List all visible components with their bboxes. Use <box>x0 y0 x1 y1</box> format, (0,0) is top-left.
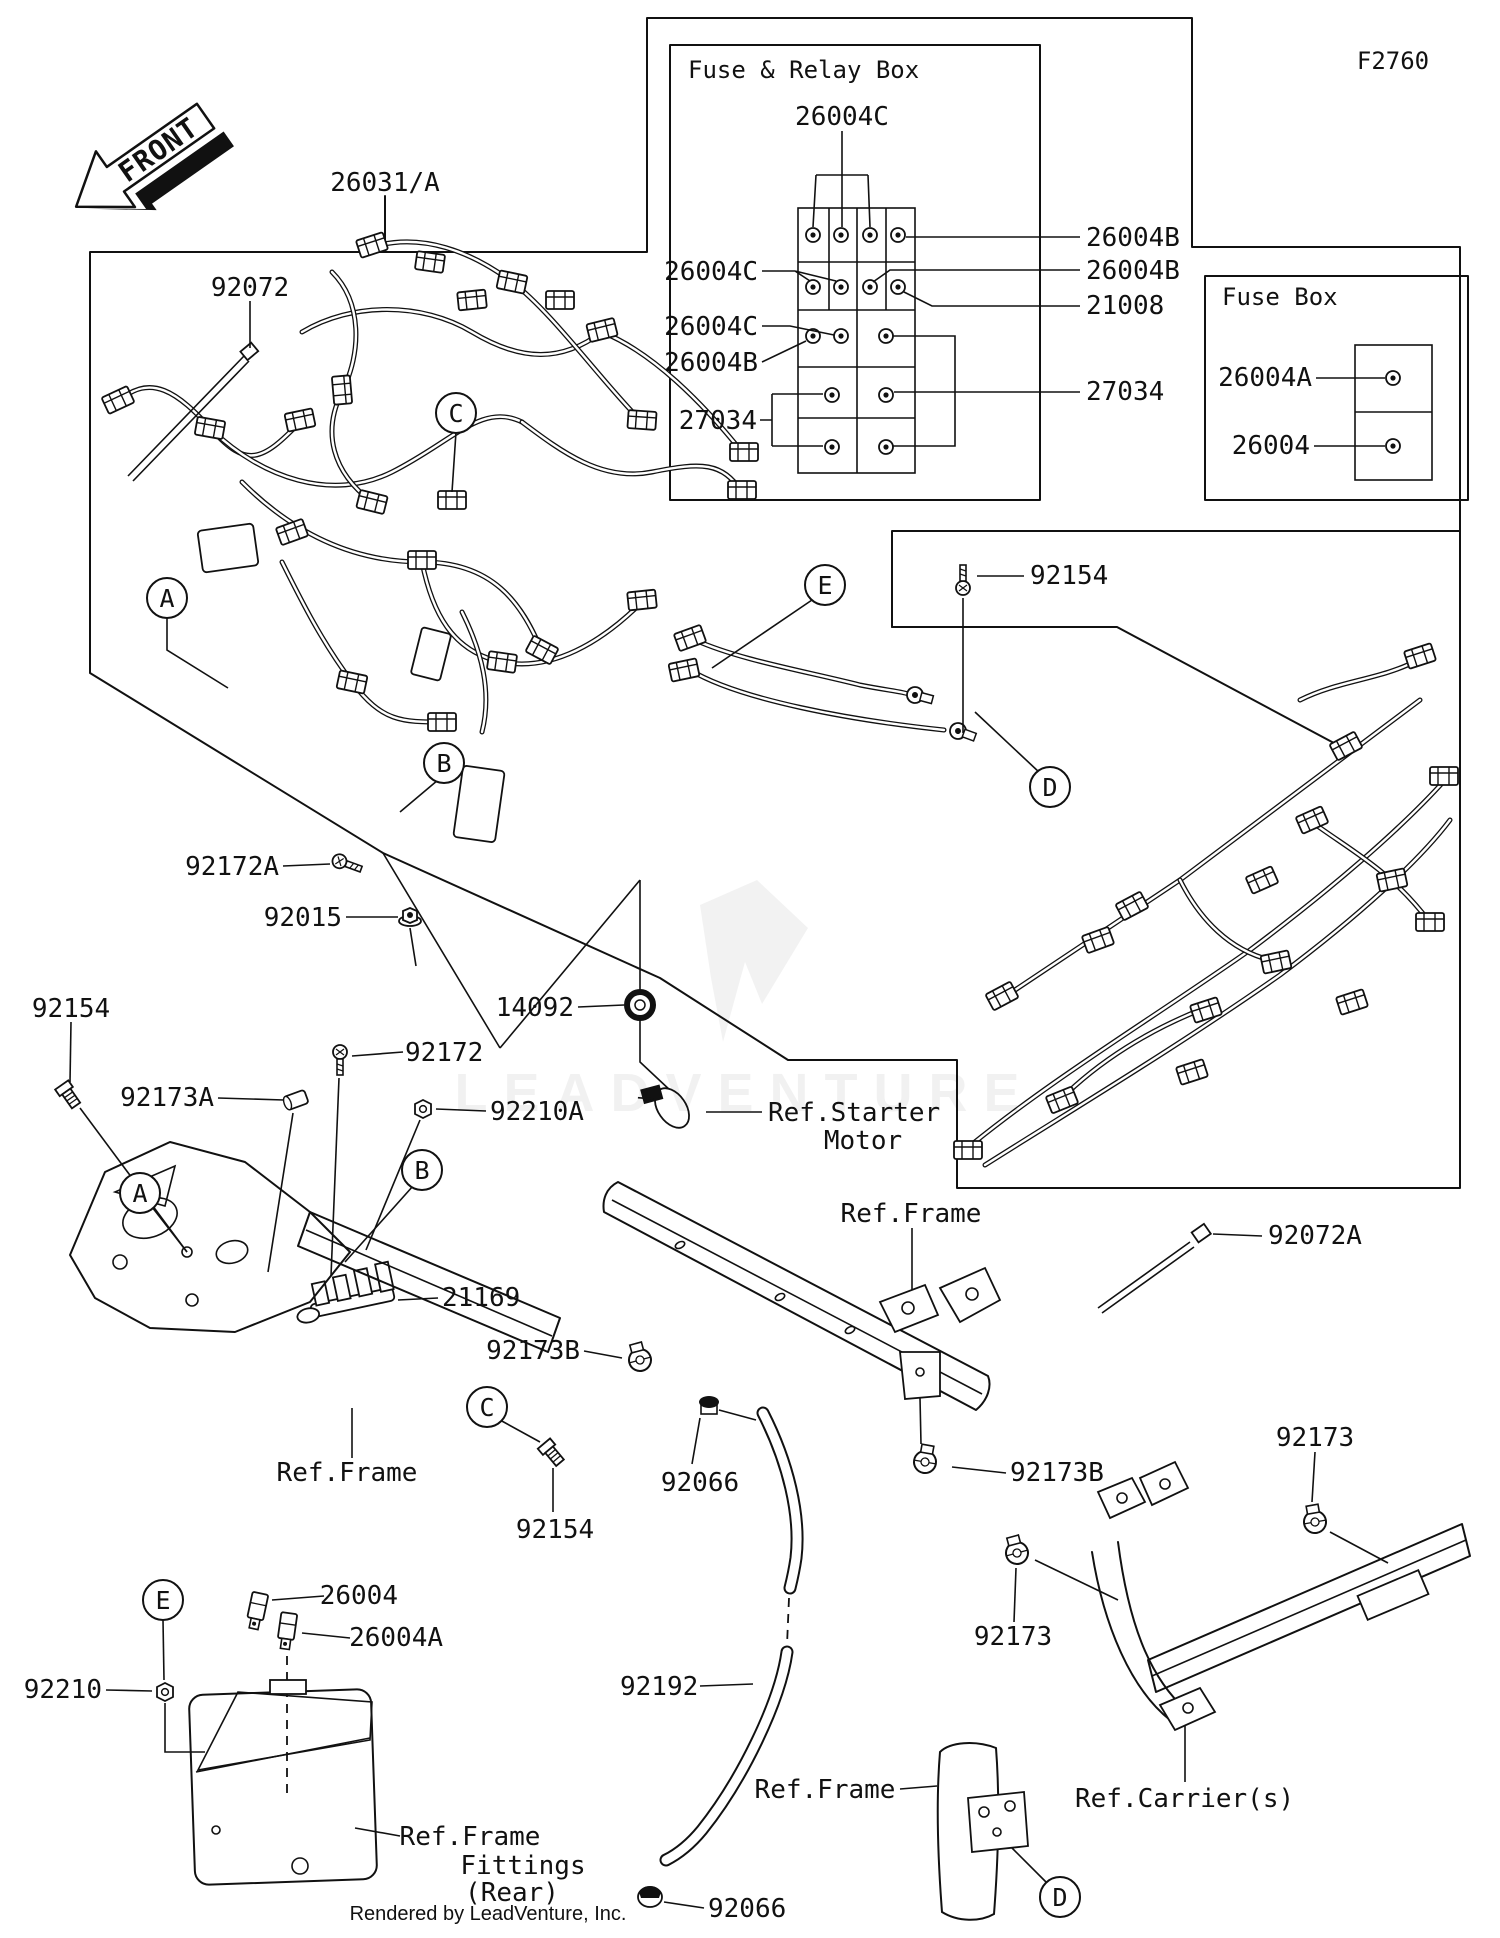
fuse-box <box>1204 275 1469 501</box>
frame-left-drawing <box>69 1141 561 1353</box>
ref-frame-left: Ref.Frame <box>276 1458 418 1488</box>
part-label-92066-bottom: 92066 <box>708 1894 787 1924</box>
part-label-27034-left: 27034 <box>678 406 757 436</box>
part-label-92210: 92210 <box>23 1675 102 1705</box>
ref-starter-line1: Ref.Starter <box>768 1098 941 1128</box>
part-label-14092: 14092 <box>495 993 574 1023</box>
d-harness-connectors <box>953 642 1459 1160</box>
callout-C-frame: C <box>466 1386 508 1428</box>
fuse-relay-box <box>669 44 1080 501</box>
frame-leg-bottom <box>936 1742 1029 1921</box>
part-label-92173-right: 92173 <box>1275 1423 1355 1453</box>
part-label-26004A-lower: 26004A <box>349 1623 443 1653</box>
part-label-26004-fusebox: 26004 <box>1231 431 1310 461</box>
part-label-92154-bottom: 92154 <box>515 1515 595 1545</box>
ref-frame-fittings-line2: Fittings <box>460 1851 586 1881</box>
part-label-21008: 21008 <box>1086 291 1165 321</box>
render-credit: Rendered by LeadVenture, Inc. <box>349 1903 627 1925</box>
part-label-26004-lower: 26004 <box>319 1581 398 1611</box>
ref-frame-center: Ref.Frame <box>840 1199 982 1229</box>
part-label-26004A-fusebox: 26004A <box>1218 363 1312 393</box>
part-label-21169: 21169 <box>442 1283 521 1313</box>
watermark-logo <box>700 880 808 1042</box>
callout-B-harness: B <box>423 742 465 784</box>
callout-D-frame: D <box>1039 1876 1081 1918</box>
part-label-26004C-left2: 26004C <box>664 312 758 342</box>
d-harness-wires <box>962 657 1453 1168</box>
callout-E-harness: E <box>804 564 846 606</box>
starter-motor-drawing <box>637 1084 690 1129</box>
fuse-relay-grid <box>797 207 916 474</box>
callout-C-harness: C <box>435 392 477 434</box>
cable-tie-92072 <box>127 301 260 482</box>
ref-carrier: Ref.Carrier(s) <box>1075 1784 1295 1814</box>
battery-cables <box>667 623 979 746</box>
front-arrow-label: FRONT <box>112 111 204 189</box>
part-label-27034-right: 27034 <box>1086 377 1165 407</box>
ref-frame-fittings-line3: (Rear) <box>465 1878 559 1908</box>
part-label-26004B-right1: 26004B <box>1086 223 1180 253</box>
part-label-92173A: 92173A <box>120 1083 214 1113</box>
part-label-92173B-left: 92173B <box>486 1336 580 1366</box>
fuse-box-title: Fuse Box <box>1222 283 1338 311</box>
main-harness-connectors <box>100 231 759 843</box>
part-label-92173-left: 92173 <box>973 1622 1053 1652</box>
part-label-92072A: 92072A <box>1268 1221 1362 1251</box>
callout-B-frame: B <box>401 1149 443 1191</box>
part-label-92172: 92172 <box>405 1038 484 1068</box>
part-label-92192: 92192 <box>620 1672 699 1702</box>
carrier-drawing <box>1091 1460 1471 1732</box>
callout-A-frame: A <box>119 1172 161 1214</box>
callout-D-harness: D <box>1029 766 1071 808</box>
front-arrow: FRONT <box>74 102 234 211</box>
part-label-26004C-top: 26004C <box>795 102 889 132</box>
hose-92192 <box>637 1406 804 1908</box>
part-label-26031A: 26031/A <box>330 168 440 198</box>
part-label-26004C-left1: 26004C <box>664 257 758 287</box>
part-label-26004B-right2: 26004B <box>1086 256 1180 286</box>
main-harness-outline <box>89 17 1461 1189</box>
ref-frame-bottom: Ref.Frame <box>754 1775 896 1805</box>
ref-starter-line2: Motor <box>823 1126 903 1156</box>
ref-frame-fittings-line1: Ref.Frame <box>399 1822 541 1852</box>
figure-code: F2760 <box>1356 47 1430 75</box>
leader-lines <box>54 431 1389 1909</box>
callout-E-frame: E <box>142 1579 184 1621</box>
frame-center-rail <box>602 1181 1002 1411</box>
part-label-92072: 92072 <box>210 273 290 303</box>
part-label-92172A: 92172A <box>185 852 279 882</box>
part-label-92173B-right: 92173B <box>1010 1458 1104 1488</box>
fuse-relay-leader-lines <box>760 131 1080 447</box>
part-label-92154-frame: 92154 <box>31 994 111 1024</box>
fuse-relay-box-title: Fuse & Relay Box <box>688 56 920 84</box>
wire-holder-21169 <box>296 1260 396 1324</box>
callout-A-harness: A <box>146 577 188 619</box>
electrical-box-drawing <box>188 1679 378 1886</box>
part-label-92210A: 92210A <box>490 1097 584 1127</box>
part-label-26004B-left: 26004B <box>664 348 758 378</box>
part-label-92066-top: 92066 <box>660 1468 740 1498</box>
part-label-92154-dbox: 92154 <box>1030 561 1109 591</box>
part-label-92015: 92015 <box>263 903 342 933</box>
